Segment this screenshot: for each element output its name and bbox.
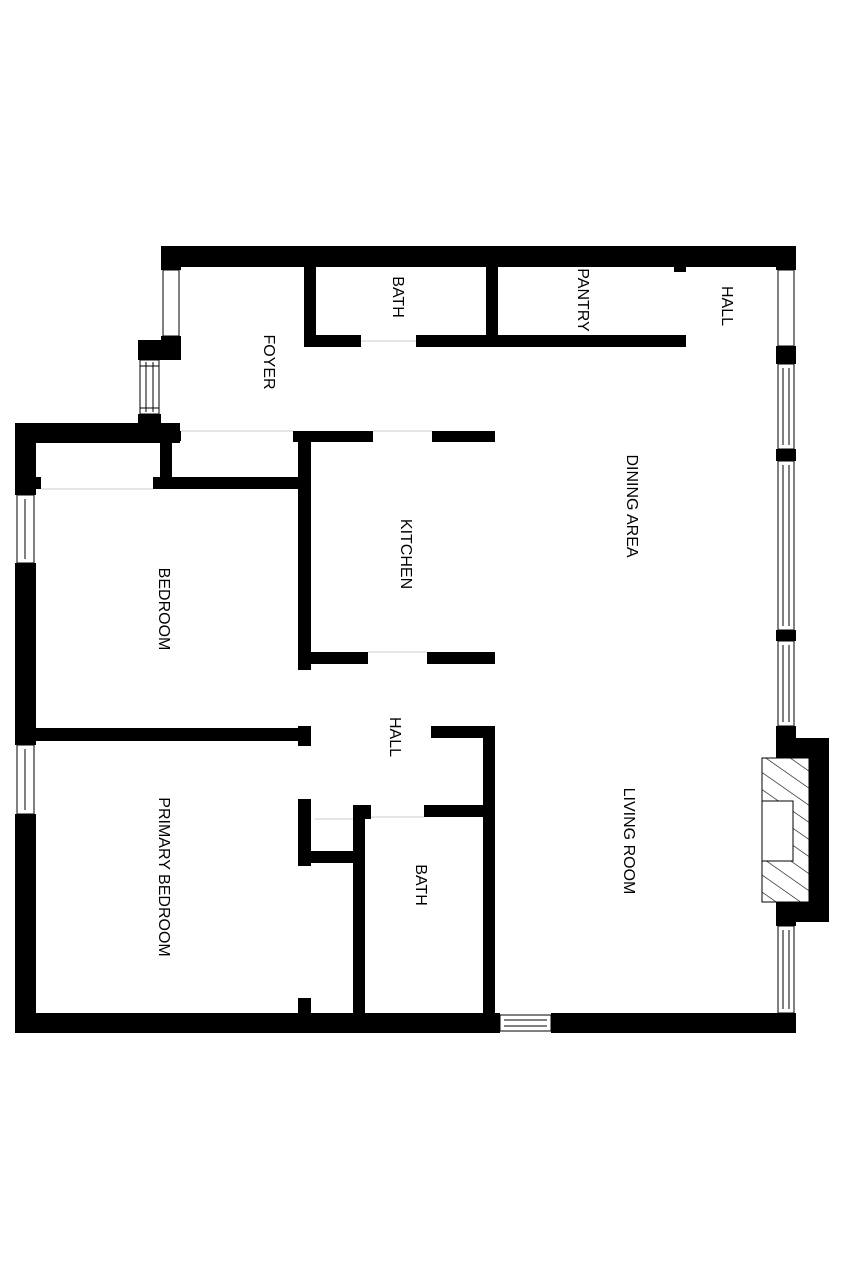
label-dining-area: DINING AREA xyxy=(623,454,640,557)
label-primary-bedroom: PRIMARY BEDROOM xyxy=(155,797,172,956)
label-bath-top: BATH xyxy=(389,276,406,317)
label-living-room: LIVING ROOM xyxy=(620,788,637,895)
windows xyxy=(16,269,795,1032)
door-openings xyxy=(41,340,432,820)
exterior-walls xyxy=(15,246,829,1033)
label-hall-top: HALL xyxy=(718,286,735,326)
fireplace xyxy=(761,757,810,903)
label-hall-mid: HALL xyxy=(386,717,403,757)
label-pantry: PANTRY xyxy=(574,268,591,332)
label-foyer: FOYER xyxy=(260,334,277,389)
label-bedroom: BEDROOM xyxy=(155,568,172,651)
label-kitchen: KITCHEN xyxy=(397,519,414,589)
room-labels: FOYER BATH PANTRY HALL DINING AREA KITCH… xyxy=(155,268,735,956)
label-bath-bottom: BATH xyxy=(412,864,429,905)
interior-walls xyxy=(36,262,686,1033)
